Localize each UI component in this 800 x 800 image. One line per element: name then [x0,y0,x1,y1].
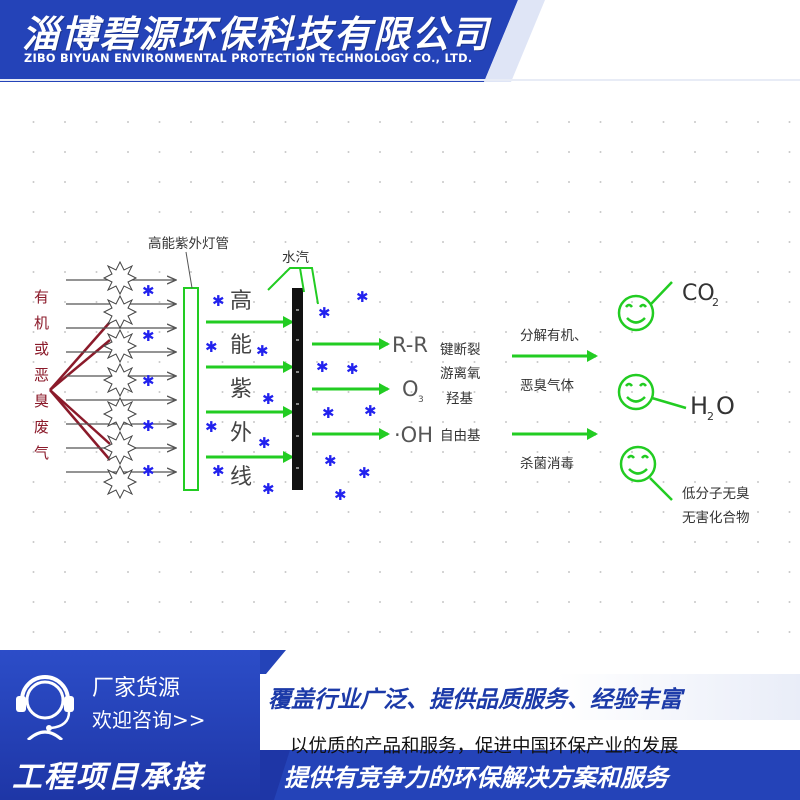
uv-particles: ✱ ✱ ✱ ✱ ✱ ✱ ✱ ✱ ✱ ✱ ✱ ✱ ✱ ✱ ✱ ✱ ✱ ✱ ✱ ✱ … [142,282,377,504]
input-char: 臭 [34,392,49,410]
footer-slogan-panel: 覆盖行业广泛、提供品质服务、经验丰富 以优质的产品和服务，促进中国环保产业的发展… [260,650,800,800]
species-o3-subscript: 3 [418,395,424,405]
molecule-icon [102,260,138,296]
uv-char: 线 [230,465,252,490]
particle-icon: ✱ [262,390,275,408]
diagram-canvas: 有 机 或 恶 臭 废 气 [0,82,800,650]
plate-ticks [296,309,299,469]
promo-line-1: 厂家货源 [92,676,181,701]
particle-icon: ✱ [258,434,271,452]
lamp-label: 高能紫外灯管 [148,235,229,252]
process-note: 羟基 [446,390,473,407]
company-name-cn: 淄博碧源环保科技有限公司 [22,13,490,56]
footer-promo-panel: 厂家货源 欢迎咨询>> 工程项目承接 [0,650,260,800]
lamp-pointer [185,251,193,289]
molecule-icon [102,362,138,398]
slogan-2: 提供有竞争力的环保解决方案和服务 [284,764,668,792]
input-char: 恶 [34,366,49,384]
action-top-line: 恶臭气体 [520,378,574,394]
molecule-icon [102,294,138,330]
particle-icon: ✱ [142,417,155,435]
particle-icon: ✱ [205,338,218,356]
input-char: 废 [34,418,49,436]
footer: 厂家货源 欢迎咨询>> 工程项目承接 覆盖行业广泛、提供品质服务、经验丰富 以优… [0,650,800,800]
reactive-species: R-R O 3 ·OH [392,333,433,447]
smiley-icon [619,445,673,501]
banner: 覆盖行业广泛、提供品质服务、经验丰富 [260,674,800,720]
process-note: 游离氧 [440,365,481,382]
reaction-arrows [312,338,390,440]
reaction-plate [292,288,303,490]
uv-lamp-tube [183,287,199,491]
molecule-icon [102,396,138,432]
uv-char: 高 [230,289,252,314]
smiley-faces [617,281,687,501]
product-h2o-subscript: 2 [707,410,714,423]
particle-icon: ✱ [324,452,337,470]
product-h2o-o: O [716,392,735,420]
uv-label: 高 能 紫 外 线 [230,289,252,490]
particle-icon: ✱ [212,292,225,310]
species-oh: ·OH [394,423,433,447]
uv-char: 能 [230,333,252,358]
particle-icon: ✱ [142,327,155,345]
products: CO 2 H 2 O 低分子无臭 无害化合物 [682,281,750,526]
particle-icon: ✱ [212,462,225,480]
action-top-line: 分解有机、 [520,328,588,344]
species-o3: O [402,377,419,401]
header-band [0,0,800,82]
product-co2-subscript: 2 [712,296,719,309]
input-char: 有 [34,288,49,306]
particle-icon: ✱ [142,372,155,390]
particle-icon: ✱ [356,288,369,306]
particle-icon: ✱ [364,402,377,420]
molecule-icon [102,464,138,500]
smiley-icon [617,373,687,411]
particle-icon: ✱ [205,418,218,436]
vapor-label: 水汽 [282,250,309,266]
process-note: 键断裂 [440,342,481,358]
particle-icon: ✱ [334,486,347,504]
company-name-en: ZIBO BIYUAN ENVIRONMENTAL PROTECTION TEC… [24,52,473,65]
input-char: 或 [34,340,49,358]
input-char: 机 [34,314,49,332]
action-labels: 分解有机、 恶臭气体 杀菌消毒 [520,328,588,472]
project-label: 工程项目承接 [12,760,204,795]
particle-icon: ✱ [318,304,331,322]
vapor-lines [267,267,319,305]
uv-arrows [206,316,294,463]
product-h2o-h: H [690,392,708,420]
input-char: 气 [34,444,49,462]
slogan-1: 以优质的产品和服务，促进中国环保产业的发展 [290,736,679,757]
action-bottom-label: 杀菌消毒 [520,456,574,472]
uv-char: 紫 [230,377,252,402]
species-rr: R-R [392,333,428,357]
particle-icon: ✱ [346,360,359,378]
process-notes: 键断裂 游离氧 羟基 自由基 [440,342,481,444]
banner-text: 覆盖行业广泛、提供品质服务、经验丰富 [268,687,682,713]
particle-icon: ✱ [142,462,155,480]
particle-icon: ✱ [316,358,329,376]
input-gas-label: 有 机 或 恶 臭 废 气 [34,288,49,462]
particle-icon: ✱ [142,282,155,300]
action-arrows [512,350,598,440]
uv-photolysis-diagram: 有 机 或 恶 臭 废 气 [0,82,800,650]
particle-icon: ✱ [358,464,371,482]
process-note: 自由基 [440,427,481,444]
gas-molecules [102,260,138,500]
header: 淄博碧源环保科技有限公司 ZIBO BIYUAN ENVIRONMENTAL P… [0,0,800,82]
promo-line-2[interactable]: 欢迎咨询>> [92,708,206,732]
uv-char: 外 [230,421,252,446]
headset-icon [16,675,74,740]
molecule-icon [102,430,138,466]
product-low-mol: 无害化合物 [682,510,750,526]
smiley-icon [617,281,673,332]
molecule-icon [102,328,138,364]
particle-icon: ✱ [256,342,269,360]
particle-icon: ✱ [262,480,275,498]
product-co2: CO [682,281,715,306]
product-low-mol: 低分子无臭 [682,486,750,502]
particle-icon: ✱ [322,404,335,422]
